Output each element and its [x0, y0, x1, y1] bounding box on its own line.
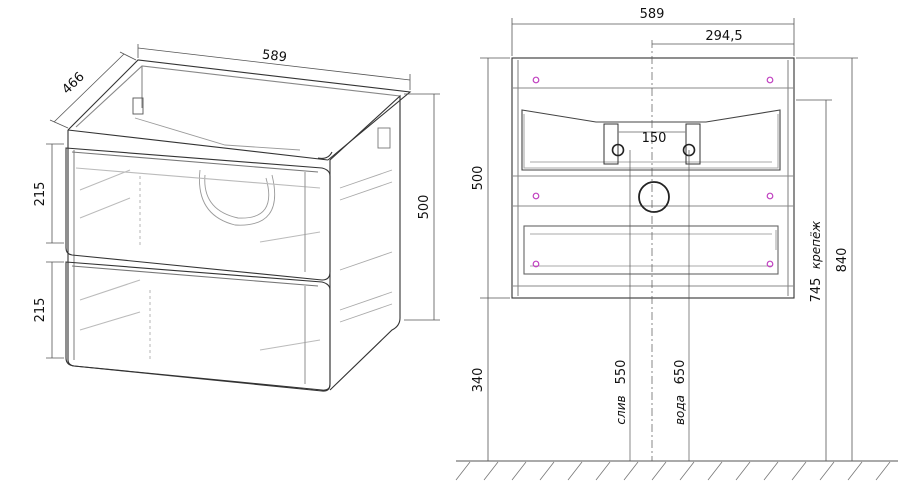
- front-half-width-label: 294,5: [705, 29, 742, 44]
- iso-dim-height: [404, 93, 440, 321]
- iso-height-label: 500: [417, 195, 432, 220]
- mount-height-label: 745: [809, 278, 824, 303]
- iso-dim-width: [137, 44, 411, 90]
- iso-cabinet-top: [67, 59, 412, 161]
- screw-marks: [532, 76, 774, 268]
- front-dim-width: [511, 18, 795, 56]
- iso-drawer-top: [65, 147, 331, 281]
- floor-hatch-line: [847, 461, 863, 481]
- floor-hatch-line: [567, 461, 583, 481]
- floor-hatch-line: [455, 461, 471, 481]
- floor-hatch-line: [875, 461, 891, 481]
- floor-hatching: [455, 461, 891, 481]
- iso-dim-depth: [49, 51, 137, 129]
- floor-hatch-line: [679, 461, 695, 481]
- iso-drawer-top-label: 215: [33, 182, 48, 207]
- iso-cabinet-body: [67, 94, 401, 391]
- front-view: 589 294,5 150 500 340 745 крепёж 840 550…: [455, 7, 898, 481]
- iso-drawer-bottom: [65, 261, 331, 392]
- total-height-label: 840: [835, 248, 850, 273]
- iso-drawer-bottom-label: 215: [33, 298, 48, 323]
- floor-hatch-line: [819, 461, 835, 481]
- floor-hatch-line: [623, 461, 639, 481]
- front-dim-right: [796, 57, 858, 461]
- floor-hatch-line: [791, 461, 807, 481]
- floor-gap-label: 340: [471, 368, 486, 393]
- drain-label: слив: [614, 395, 628, 424]
- front-cabinet: [511, 57, 795, 299]
- floor-hatch-line: [763, 461, 779, 481]
- iso-view: 589 466 500 215 215: [33, 44, 440, 392]
- front-dim-left: [480, 57, 510, 461]
- front-width-label: 589: [640, 7, 665, 22]
- mount-label: крепёж: [809, 221, 823, 269]
- floor-hatch-line: [707, 461, 723, 481]
- front-height-label: 500: [471, 166, 486, 191]
- water-height-label: 650: [673, 360, 688, 385]
- iso-width-label: 589: [261, 48, 287, 66]
- floor-hatch-line: [483, 461, 499, 481]
- pipe-hole-left: [611, 143, 625, 157]
- iso-basin: [132, 97, 391, 226]
- iso-side-rails: [339, 169, 393, 323]
- floor-hatch-line: [511, 461, 527, 481]
- hole-spacing-label: 150: [642, 131, 667, 146]
- iso-dim-drawers: [46, 143, 64, 359]
- water-label: вода: [673, 395, 687, 425]
- floor-hatch-line: [651, 461, 667, 481]
- floor-hatch-line: [539, 461, 555, 481]
- floor-hatch-line: [735, 461, 751, 481]
- drain-height-label: 550: [614, 360, 629, 385]
- drain-hole: [638, 181, 670, 213]
- reference-lines: [629, 40, 690, 461]
- floor-hatch-line: [595, 461, 611, 481]
